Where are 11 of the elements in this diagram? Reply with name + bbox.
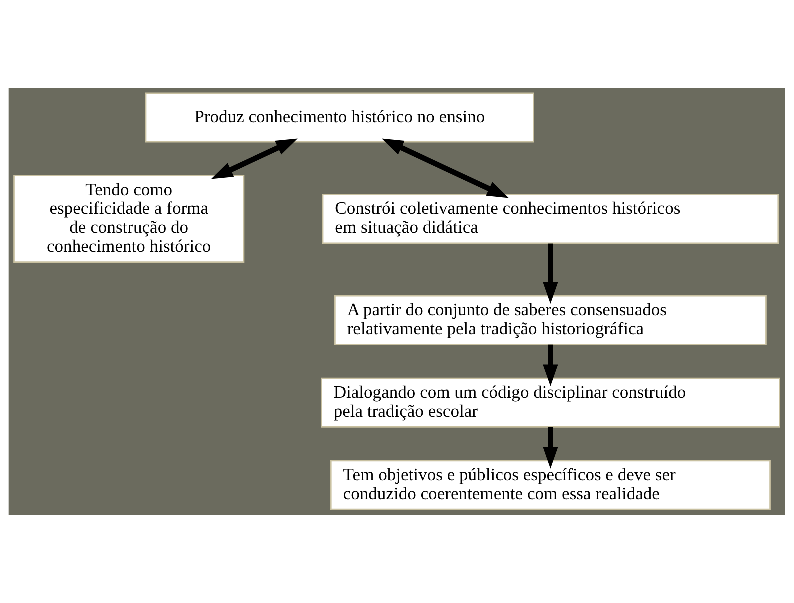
node-box: A partir do conjunto de saberes consensuados relativamente pela tradição historiográfica [334,295,767,346]
arrow [543,427,558,469]
arrow [543,344,558,386]
node-box: Dialogando com um código disciplinar construído pela tradição escolar [321,378,780,428]
node-box: Constrói coletivamente conhecimentos históricos em situação didática [322,194,780,244]
node-box: Produz conhecimento histórico no ensino [145,92,534,143]
node-box: Tendo como especificidade a forma de construção do conhecimento histórico [14,175,245,263]
arrow [543,244,558,304]
arrow [382,138,509,198]
arrow [211,138,298,180]
node-box: Tem objetivos e públicos específicos e deve ser conduzido coerentemente com essa realidade [330,460,771,510]
